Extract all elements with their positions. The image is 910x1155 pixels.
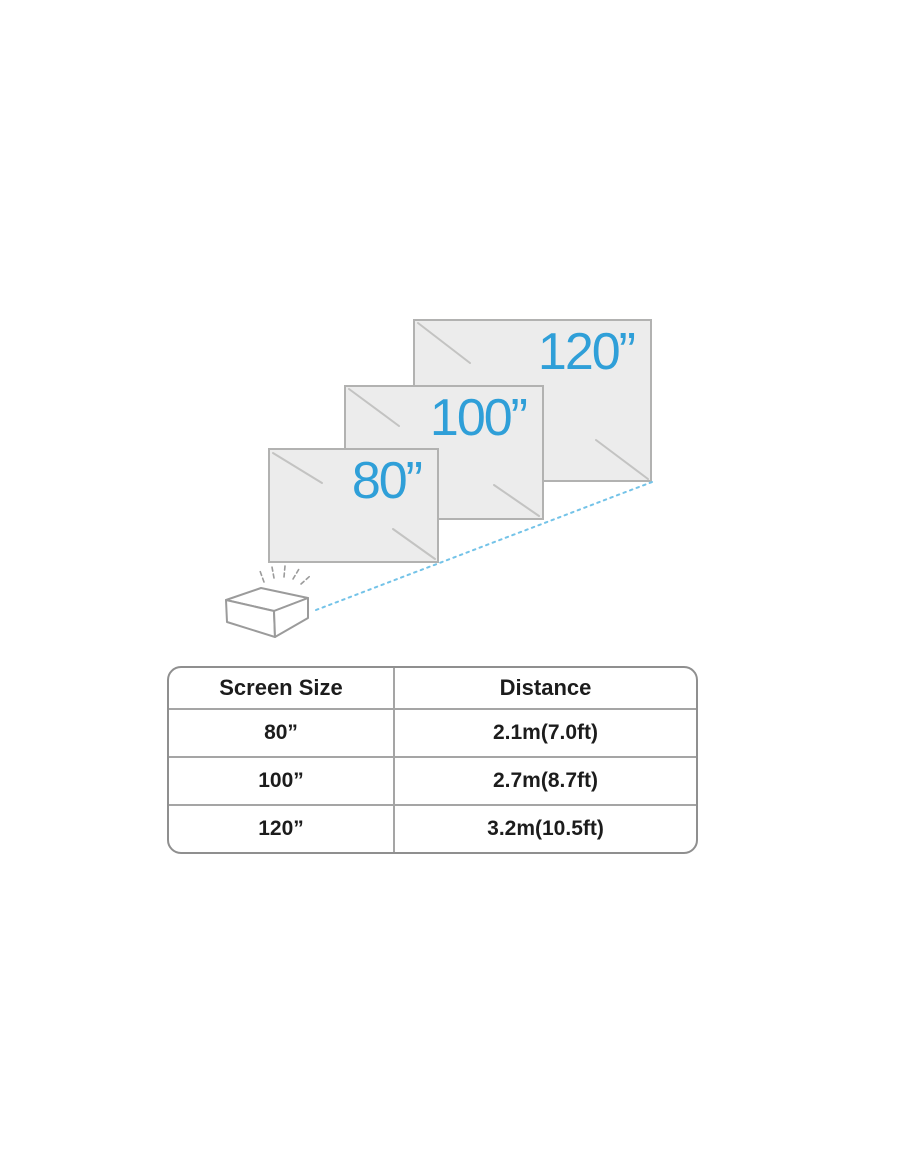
- screen-size-distance-table: Screen Size Distance 80” 2.1m(7.0ft) 100…: [167, 666, 698, 854]
- screen-80: 80”: [268, 448, 439, 563]
- cell-screen-size: 120”: [169, 806, 395, 852]
- column-header-screen-size: Screen Size: [169, 668, 395, 710]
- screen-size-label: 80”: [351, 452, 423, 510]
- distance-table: Screen Size Distance 80” 2.1m(7.0ft) 100…: [167, 666, 698, 854]
- screen-size-label: 120”: [537, 323, 636, 381]
- projection-distance-diagram: 120” 100” 80”: [225, 319, 653, 638]
- table-header-row: Screen Size Distance: [169, 668, 696, 710]
- table-row: 100” 2.7m(8.7ft): [169, 758, 696, 806]
- table-row: 80” 2.1m(7.0ft): [169, 710, 696, 758]
- table-row: 120” 3.2m(10.5ft): [169, 806, 696, 852]
- cell-distance: 2.7m(8.7ft): [395, 758, 696, 806]
- cell-screen-size: 100”: [169, 758, 395, 806]
- cell-distance: 2.1m(7.0ft): [395, 710, 696, 758]
- cell-screen-size: 80”: [169, 710, 395, 758]
- column-header-distance: Distance: [395, 668, 696, 710]
- projector-icon: [225, 587, 309, 638]
- cell-distance: 3.2m(10.5ft): [487, 817, 604, 840]
- screen-size-label: 100”: [429, 389, 528, 447]
- light-rays-icon: [259, 565, 311, 585]
